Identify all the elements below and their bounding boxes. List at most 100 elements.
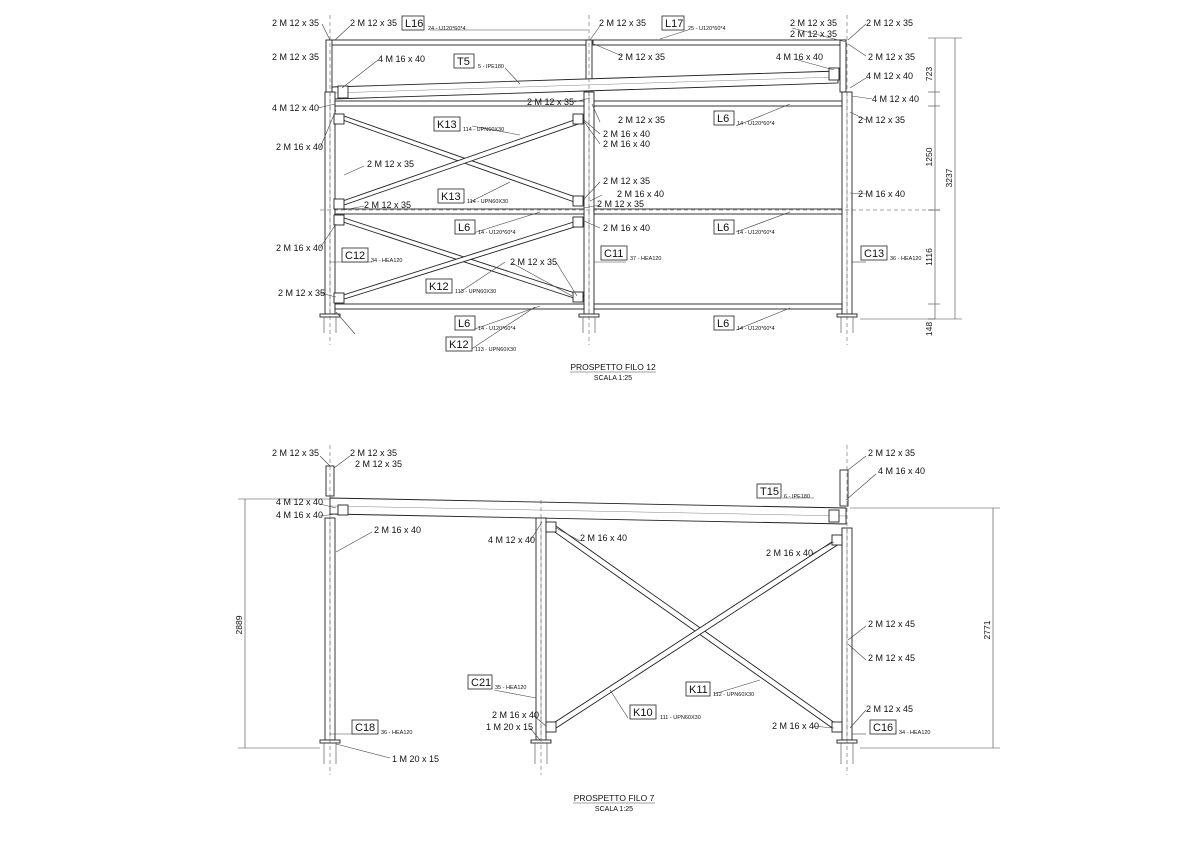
bolt-label: 2 M 16 x 40 xyxy=(772,721,819,731)
dim-2889: 2889 xyxy=(234,615,244,634)
tag-c11-section: 37 - HEA120 xyxy=(630,256,662,262)
bolt-label: 2 M 12 x 35 xyxy=(603,176,650,186)
bolt-label: 2 M 12 x 35 xyxy=(597,199,644,209)
bolt-label: 2 M 12 x 35 xyxy=(868,448,915,458)
tag-l6: L6 xyxy=(717,222,729,234)
bolt-label: 2 M 12 x 35 xyxy=(866,18,913,28)
dim-1250: 1250 xyxy=(924,147,934,166)
tag-l17: L17 xyxy=(665,18,683,30)
bolt-label: 4 M 16 x 40 xyxy=(276,510,323,520)
bolt-label: 2 M 12 x 45 xyxy=(868,653,915,663)
elevation-title: PROSPETTO FILO 12 xyxy=(570,362,656,372)
bolt-label: 4 M 16 x 40 xyxy=(878,466,925,476)
tag-t5-section: 5 - IPE180 xyxy=(478,64,504,70)
tag-l16-section: 24 - U120*60*4 xyxy=(428,26,466,32)
dim-2771: 2771 xyxy=(982,620,992,639)
bolt-label: 2 M 16 x 40 xyxy=(766,548,813,558)
bolt-label: 2 M 12 x 35 xyxy=(350,18,397,28)
elevation-filo-12: 723 1250 1116 148 3237 xyxy=(272,15,962,382)
tag-k10-section: 111 - UPN60X30 xyxy=(660,715,701,721)
bolt-label: 2 M 12 x 35 xyxy=(599,18,646,28)
bolt-label: 2 M 12 x 35 xyxy=(527,97,574,107)
bolt-label: 2 M 16 x 40 xyxy=(603,139,650,149)
bolt-label: 2 M 12 x 35 xyxy=(272,448,319,458)
bolt-label: 1 M 20 x 15 xyxy=(486,722,533,732)
tag-l6-section: 14 - U120*60*4 xyxy=(478,326,516,332)
tag-l6: L6 xyxy=(717,318,729,330)
tag-k10: K10 xyxy=(633,707,653,719)
dim-1116: 1116 xyxy=(924,248,934,266)
tag-c21: C21 xyxy=(471,677,491,689)
tag-k12: K12 xyxy=(449,339,469,351)
bolt-label: 2 M 12 x 35 xyxy=(272,18,319,28)
bolt-label: 2 M 12 x 35 xyxy=(868,52,915,62)
tag-c18: C18 xyxy=(355,722,375,734)
bolt-label: 2 M 16 x 40 xyxy=(276,243,323,253)
bolt-label: 2 M 16 x 40 xyxy=(492,710,539,720)
elevation-scale: SCALA 1:25 xyxy=(595,806,633,813)
tag-k13-upper: K13 xyxy=(437,119,457,131)
elevation-scale: SCALA 1:25 xyxy=(594,375,632,382)
bolt-label: 2 M 12 x 35 xyxy=(355,459,402,469)
rail-l6-mid-right xyxy=(593,208,843,215)
tag-k13-upper-section: 114 - UPN60X30 xyxy=(463,127,504,133)
bolt-label: 2 M 12 x 45 xyxy=(868,619,915,629)
tag-c21-section: 35 - HEA120 xyxy=(495,685,527,691)
rail-l6-upper-right xyxy=(593,100,843,107)
bolt-label: 2 M 16 x 40 xyxy=(603,129,650,139)
dim-3237: 3237 xyxy=(944,168,954,187)
tag-c12: C12 xyxy=(345,250,365,262)
tag-k12: K12 xyxy=(429,281,449,293)
bolt-label: 2 M 12 x 35 xyxy=(790,18,837,28)
dim-723: 723 xyxy=(924,67,934,81)
bolt-label: 2 M 16 x 40 xyxy=(276,142,323,152)
member-l17-top-chord xyxy=(592,39,847,46)
tag-l17-section: 25 - U120*60*4 xyxy=(688,26,726,32)
tag-c11: C11 xyxy=(604,248,623,260)
bolt-label: 4 M 12 x 40 xyxy=(276,497,323,507)
bolt-label: 2 M 16 x 40 xyxy=(580,533,627,543)
rail-l6-mid-left xyxy=(334,208,585,215)
bolt-label: 2 M 12 x 35 xyxy=(618,52,665,62)
bolt-label: 4 M 12 x 40 xyxy=(488,535,535,545)
tag-l6-section: 14 - U120*60*4 xyxy=(737,230,775,236)
bolt-label: 2 M 12 x 35 xyxy=(858,115,905,125)
tag-l6: L6 xyxy=(717,113,729,125)
elevation-filo-7: 2889 2771 xyxy=(234,445,1000,813)
bolt-label: 2 M 12 x 45 xyxy=(866,704,913,714)
tag-t15-section: 6 - IPE180 xyxy=(784,494,810,500)
rail-l6-low-right xyxy=(593,303,843,310)
bolt-label: 2 M 12 x 35 xyxy=(350,448,397,458)
tag-l6-section: 14 - U120*60*4 xyxy=(737,121,775,127)
bolt-label: 2 M 16 x 40 xyxy=(858,189,905,199)
tag-k13-lower-section: 114 - UPN60X30 xyxy=(467,199,508,205)
bolt-label: 1 M 20 x 15 xyxy=(392,754,439,764)
bolt-label: 2 M 12 x 35 xyxy=(364,200,411,210)
tag-l6: L6 xyxy=(458,318,470,330)
tag-c13: C13 xyxy=(864,248,884,260)
bolt-label: 4 M 12 x 40 xyxy=(272,103,319,113)
bolt-label: 2 M 16 x 40 xyxy=(374,525,421,535)
elevation-title: PROSPETTO FILO 7 xyxy=(574,793,655,803)
tag-t5: T5 xyxy=(457,56,470,68)
tag-c16: C16 xyxy=(873,722,893,734)
bolt-label: 4 M 16 x 40 xyxy=(776,52,823,62)
tag-c12-section: 34 - HEA120 xyxy=(371,258,403,264)
member-l16-top-chord xyxy=(329,39,589,46)
tag-k12-section: 113 - UPN60X30 xyxy=(475,347,516,353)
bolt-label: 4 M 12 x 40 xyxy=(872,94,919,104)
tag-k11-section: 112 - UPN60X30 xyxy=(713,692,754,698)
tag-t15: T15 xyxy=(760,486,779,498)
rail-l6-upper-left xyxy=(334,100,585,107)
tag-c13-section: 36 - HEA120 xyxy=(890,256,922,262)
bolt-label: 2 M 12 x 35 xyxy=(367,159,414,169)
tag-c16-section: 34 - HEA120 xyxy=(899,730,931,736)
tag-l6: L6 xyxy=(458,222,470,234)
top-post-right xyxy=(839,39,847,93)
bolt-label: 2 M 12 x 35 xyxy=(618,115,665,125)
tag-k11: K11 xyxy=(689,684,708,696)
tag-l6-section: 14 - U120*60*4 xyxy=(737,326,775,332)
bolt-label: 2 M 12 x 35 xyxy=(510,257,557,267)
